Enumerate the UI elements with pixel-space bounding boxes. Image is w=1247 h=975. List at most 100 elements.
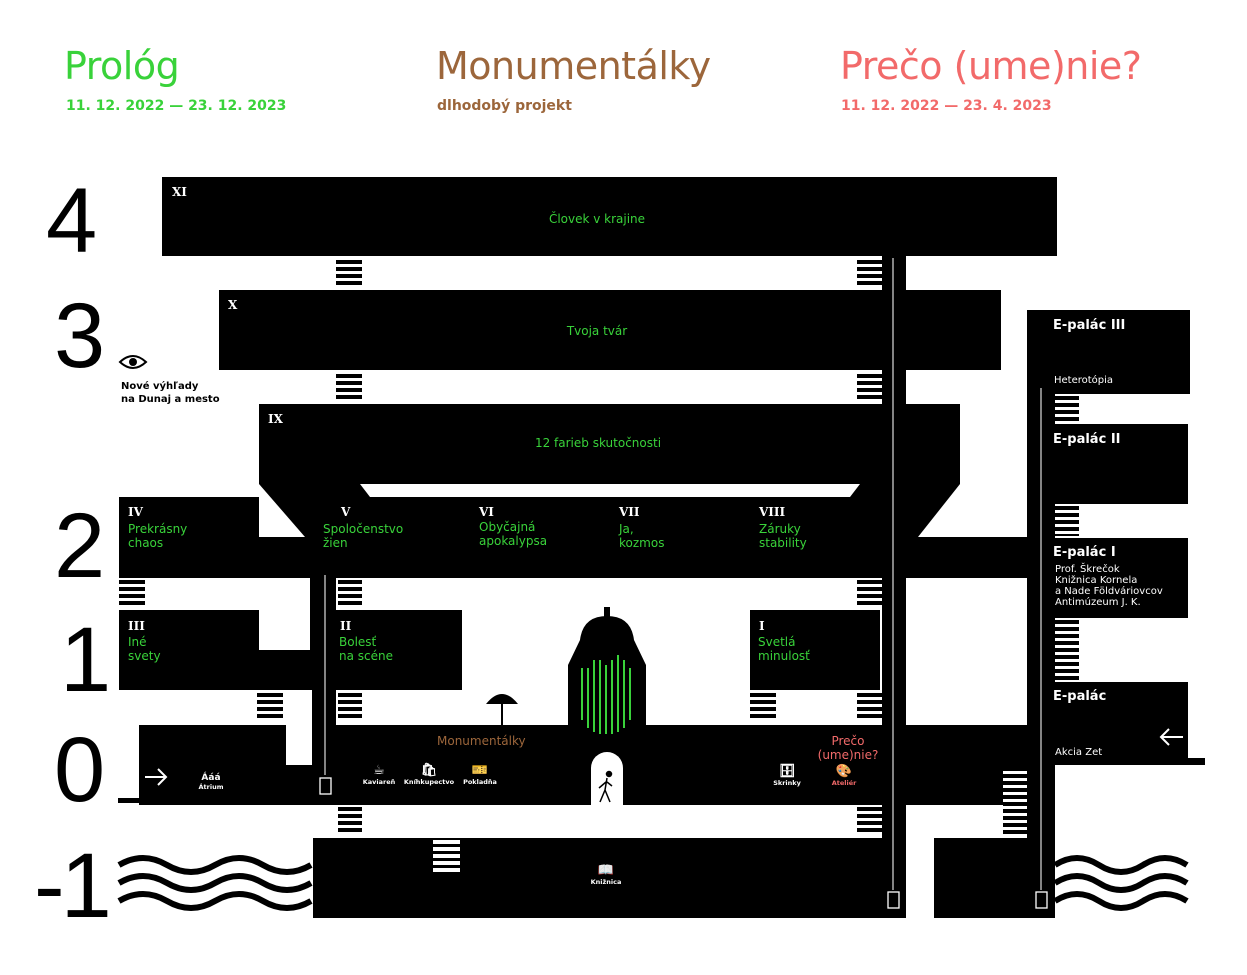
stairs [1055, 396, 1079, 422]
epalac-3-title[interactable]: E-palác III [1053, 318, 1126, 333]
prolog-title: Prológ [64, 44, 180, 88]
cafe-label: Kaviareň [362, 778, 396, 786]
room-iii-number: III [128, 619, 145, 633]
epalac-1-sub: Prof. Škrečok Knižnica Kornela a Nade Fö… [1055, 564, 1163, 608]
floor-number-minus1: -1 [34, 835, 112, 937]
floor-2-corridor [119, 537, 1027, 578]
bookshop-label: Kníhkupectvo [403, 778, 455, 786]
stairs [338, 807, 362, 835]
ticket-office-link[interactable]: 🎫Pokladňa [463, 763, 497, 787]
main-elevator-shaft [882, 256, 906, 918]
epalac-1-block [1027, 538, 1188, 618]
stairs [119, 580, 145, 608]
floor-number-1: 1 [60, 609, 111, 711]
floor-3-block [219, 290, 1001, 370]
room-v-number: V [341, 505, 351, 519]
stairs [338, 580, 362, 608]
room-xi-name[interactable]: Človek v krajine [548, 212, 646, 226]
ticket-office-label: Pokladňa [463, 778, 497, 786]
eye-icon [118, 355, 148, 369]
room-viii-name[interactable]: Záruky stability [759, 522, 807, 550]
room-vi-number: VI [479, 505, 494, 519]
room-xi-number: XI [172, 185, 187, 199]
elevator-icon [319, 777, 332, 795]
room-x-number: X [228, 298, 238, 312]
floor-number-4: 4 [46, 170, 97, 272]
room-ii-name[interactable]: Bolesť na scéne [339, 635, 393, 663]
stairs [336, 260, 362, 288]
stairs [257, 693, 283, 721]
room-ii-block [336, 610, 462, 690]
basement-block [313, 838, 891, 918]
stairs [750, 693, 776, 721]
floor-number-3: 3 [54, 285, 105, 387]
lockers-label: Skrinky [773, 779, 801, 787]
stairs [338, 693, 362, 721]
room-vii-number: VII [619, 505, 640, 519]
room-i-block [750, 610, 880, 690]
stairs [857, 260, 882, 288]
coffee-cup-icon: ☕ [373, 763, 385, 778]
room-x-name[interactable]: Tvoja tvár [566, 324, 628, 338]
epalac-0-title[interactable]: E-palác [1053, 689, 1107, 704]
room-ix-number: IX [268, 412, 283, 426]
stairs [857, 580, 882, 608]
room-vii-name[interactable]: Ja, kozmos [619, 522, 665, 550]
ground-floor-block [139, 725, 1027, 805]
book-icon: 📖 [597, 863, 615, 878]
room-ix-name[interactable]: 12 farieb skutočnosti [534, 436, 662, 450]
stairs [857, 693, 882, 721]
floor-number-0: 0 [54, 719, 105, 821]
room-viii-number: VIII [759, 505, 786, 519]
floor-4-block [162, 177, 1057, 256]
room-v-name[interactable]: Spoločenstvo žien [323, 522, 404, 550]
preco-title: Prečo (ume)nie? [840, 44, 1142, 88]
umbrella-icon [486, 694, 518, 726]
preco-label[interactable]: Prečo (ume)nie? [817, 734, 879, 762]
locker-icon: 🗄 [778, 764, 796, 779]
atelier-label: Ateliér [831, 779, 857, 787]
lockers-link[interactable]: 🗄Skrinky [773, 764, 801, 788]
epalac-2-block [1027, 424, 1188, 504]
prolog-dates: 11. 12. 2022 — 23. 12. 2023 [66, 98, 287, 114]
palette-icon: 🎨 [835, 764, 853, 779]
stairs [336, 374, 362, 402]
monumentalky-label[interactable]: Monumentálky [437, 734, 526, 748]
room-vi-name[interactable]: Obyčajná apokalypsa [479, 520, 548, 548]
floor-number-2: 2 [54, 495, 105, 597]
elevator-icon [887, 891, 900, 909]
bookshop-link[interactable]: 🛍Kníhkupectvo [403, 763, 455, 787]
stairs [1003, 767, 1027, 835]
room-i-number: I [759, 619, 765, 633]
stairs [857, 807, 882, 835]
atelier-link[interactable]: 🎨Ateliér [831, 764, 857, 788]
epalac-0-block [1027, 682, 1188, 765]
epalac-3-sub: Heterotópia [1054, 375, 1114, 386]
stairs [1055, 620, 1079, 680]
room-i-name[interactable]: Svetlá minulosť [758, 635, 810, 663]
ticket-icon: 🎫 [471, 763, 489, 778]
cafe-link[interactable]: ☕Kaviareň [362, 763, 396, 787]
monumentalky-title: Monumentálky [436, 44, 711, 88]
room-iii-block [119, 610, 259, 690]
stairs [857, 374, 882, 402]
epalac-0-sub: Akcia Zet [1055, 747, 1103, 758]
epalac-2-title[interactable]: E-palác II [1053, 432, 1121, 447]
stairs [433, 840, 460, 872]
view-note: Nové výhľady na Dunaj a mesto [121, 381, 220, 405]
arrow-right-icon [145, 768, 168, 786]
walking-person-icon [598, 770, 613, 803]
atrium-label: Átrium [198, 783, 224, 791]
preco-dates: 11. 12. 2022 — 23. 4. 2023 [841, 98, 1052, 114]
room-iii-name[interactable]: Iné svety [128, 635, 161, 663]
library-link[interactable]: 📖Knižnica [591, 863, 622, 887]
room-iv-name[interactable]: Prekrásny chaos [128, 522, 188, 550]
shopping-bag-icon: 🛍 [420, 763, 438, 778]
epalac-1-title[interactable]: E-palác I [1053, 545, 1116, 560]
tower-icon [568, 607, 646, 735]
room-iv-number: IV [128, 505, 143, 519]
elevator-icon [1035, 891, 1048, 909]
stairs [1055, 506, 1079, 536]
